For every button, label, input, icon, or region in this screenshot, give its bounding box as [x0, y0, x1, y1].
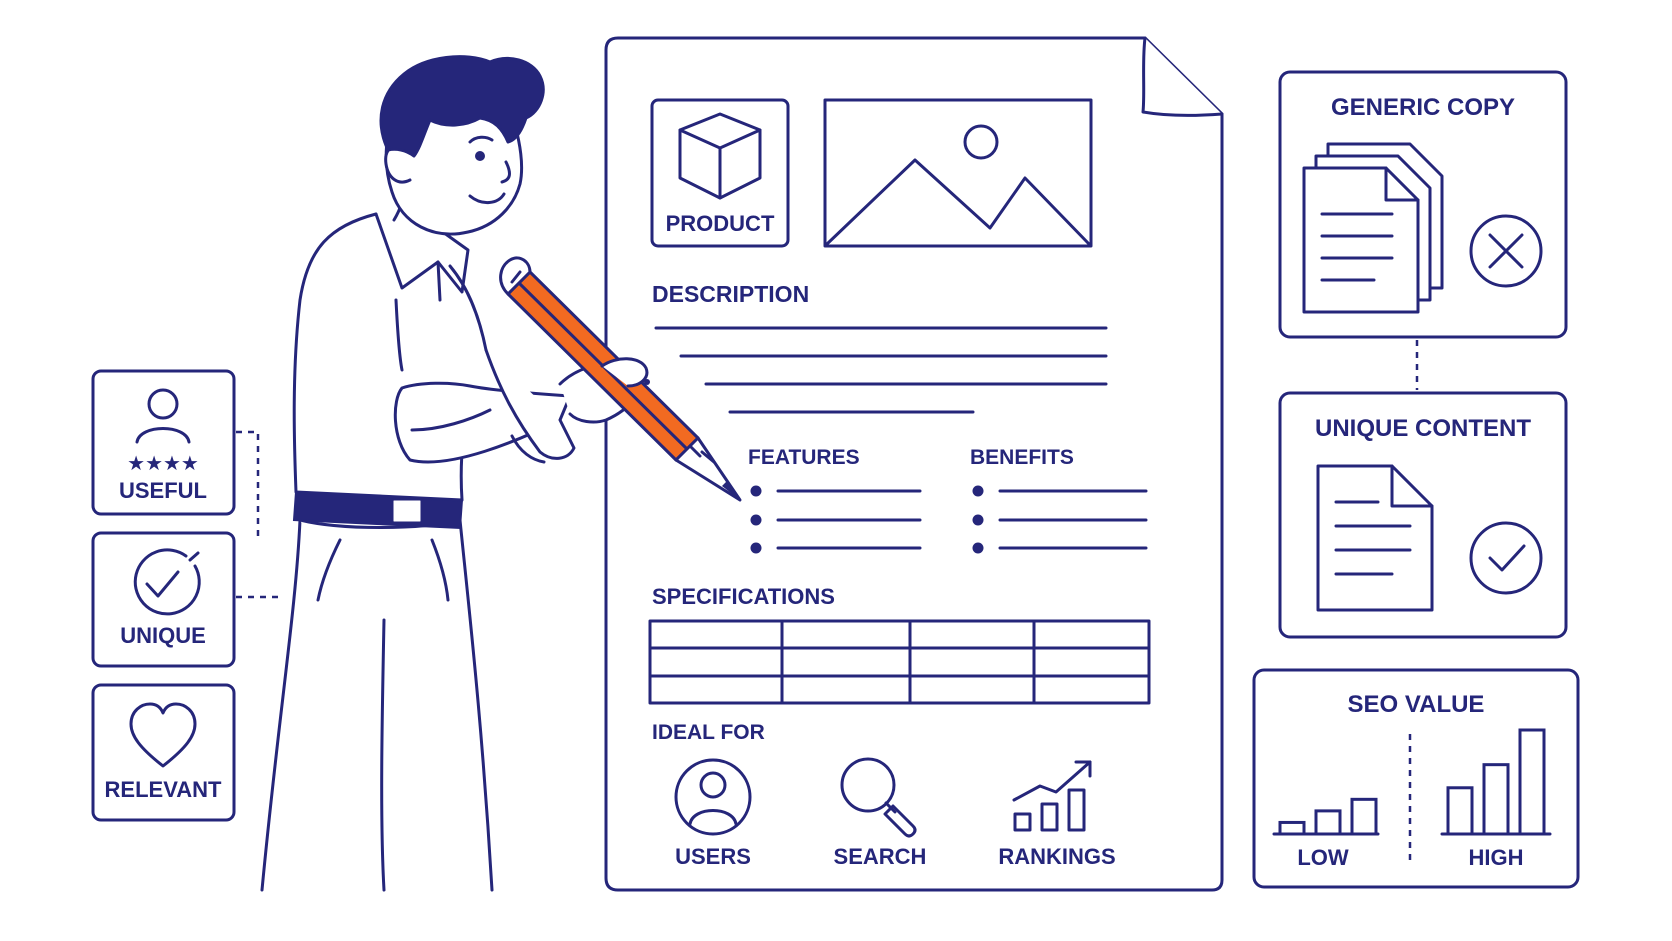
description-heading: DESCRIPTION — [652, 281, 809, 307]
card-label-useful: USEFUL — [119, 478, 207, 503]
unique-content-title: UNIQUE CONTENT — [1315, 415, 1531, 442]
document-icon — [1316, 464, 1434, 612]
check-circle-icon — [1469, 521, 1543, 595]
ideal-label-rankings: RANKINGS — [998, 844, 1115, 869]
image-placeholder — [823, 98, 1093, 248]
generic-copy-title: GENERIC COPY — [1331, 94, 1515, 121]
belt — [292, 490, 464, 530]
card-useful: ★★★★ USEFUL — [91, 369, 236, 516]
ideal-label-search: SEARCH — [834, 844, 927, 869]
left-cards: ★★★★ USEFUL UNIQUE RELEVANT — [91, 369, 282, 822]
user-circle-icon — [674, 758, 752, 836]
seo-low-bar-3 — [1350, 797, 1378, 836]
seo-value-title: SEO VALUE — [1348, 691, 1485, 718]
card-unique-content: UNIQUE CONTENT — [1278, 391, 1568, 639]
cube-icon — [678, 112, 762, 200]
product-box: PRODUCT — [650, 98, 790, 248]
benefits-list — [972, 485, 1148, 554]
person-illustration — [260, 55, 742, 892]
features-heading: FEATURES — [748, 446, 860, 469]
heart-icon — [129, 702, 197, 768]
documents-stack-icon — [1302, 142, 1444, 314]
right-cards: GENERIC COPY UNIQUE CONTENT — [1252, 70, 1580, 889]
specifications-heading: SPECIFICATIONS — [652, 584, 835, 609]
seo-high-bar-2 — [1482, 763, 1510, 836]
benefits-heading: BENEFITS — [970, 446, 1074, 469]
card-unique: UNIQUE — [91, 531, 236, 668]
specifications-table — [648, 619, 1151, 705]
description-lines — [654, 326, 1108, 414]
seo-low-bar-1 — [1278, 820, 1306, 836]
card-label-unique: UNIQUE — [120, 623, 206, 648]
card-relevant: RELEVANT — [91, 683, 236, 822]
card-label-relevant: RELEVANT — [105, 777, 222, 802]
rising-bars-icon — [1012, 760, 1092, 832]
seo-high-bar-3 — [1518, 728, 1546, 836]
ideal-for-heading: IDEAL FOR — [652, 721, 765, 744]
x-circle-icon — [1469, 214, 1543, 288]
features-list — [750, 485, 922, 554]
ideal-users: USERS — [674, 758, 752, 869]
product-document: PRODUCT DESCRIPTION FEATURES BENEFITS — [604, 36, 1224, 892]
seo-low-label: LOW — [1297, 845, 1349, 870]
seo-low-bar-2 — [1314, 809, 1342, 836]
check-circle-icon — [133, 548, 201, 616]
ideal-rankings: RANKINGS — [998, 760, 1116, 869]
seo-high-bars — [1446, 728, 1546, 836]
seo-high-label: HIGH — [1469, 845, 1524, 870]
user-rating-icon: ★★★★ — [127, 388, 199, 475]
card-generic-copy: GENERIC COPY — [1278, 70, 1568, 339]
hair — [379, 55, 545, 158]
svg-text:★★★★: ★★★★ — [127, 453, 199, 475]
ideal-label-users: USERS — [675, 844, 751, 869]
seo-high-bar-1 — [1446, 786, 1474, 836]
connector-line — [236, 430, 260, 540]
seo-low-bars — [1278, 797, 1378, 836]
card-seo-value: SEO VALUE LOW HIGH — [1252, 668, 1580, 889]
magnifier-icon — [840, 757, 917, 838]
ideal-search: SEARCH — [834, 757, 927, 869]
product-label: PRODUCT — [666, 211, 775, 236]
